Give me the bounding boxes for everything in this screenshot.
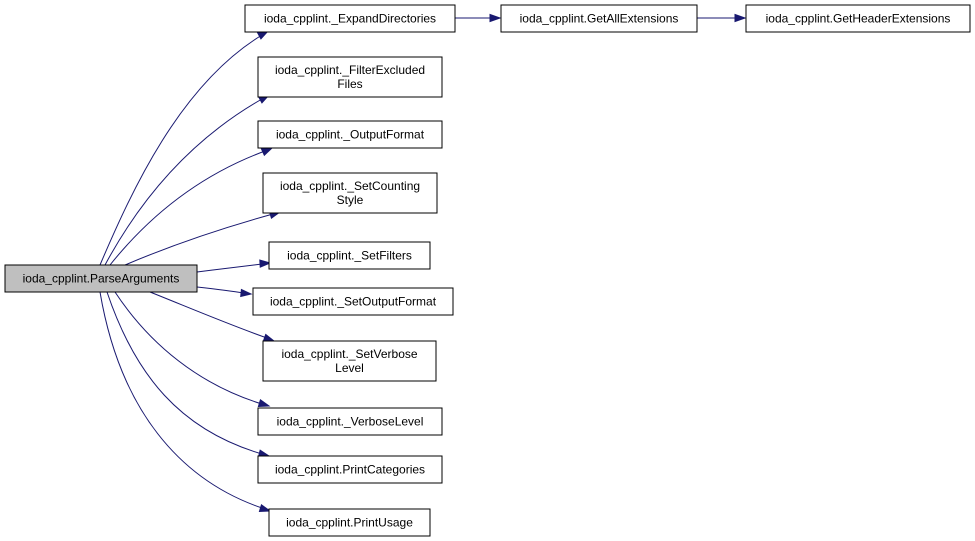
node-label: ioda_cpplint._OutputFormat — [276, 128, 425, 142]
edge-getall-to-gethdr — [697, 13, 747, 23]
edge-parse-to-puse — [99, 291, 272, 513]
edge-parse-to-setcnt — [124, 210, 282, 266]
node-box[interactable] — [257, 455, 443, 484]
edge-line — [104, 98, 263, 266]
arrow-head-icon — [257, 398, 271, 408]
node-box[interactable] — [262, 340, 437, 382]
node-box[interactable] — [268, 508, 431, 537]
edge-line — [149, 291, 268, 339]
node-puse[interactable]: ioda_cpplint.PrintUsage — [268, 508, 431, 537]
node-label: ioda_cpplint._VerboseLevel — [277, 415, 424, 429]
node-label: ioda_cpplint.GetAllExtensions — [520, 12, 679, 26]
node-setflt[interactable]: ioda_cpplint._SetFilters — [268, 241, 431, 270]
node-box[interactable] — [500, 4, 698, 33]
edge-parse-to-outfmt — [109, 147, 274, 266]
edge-parse-to-filterx — [104, 94, 271, 266]
node-label: ioda_cpplint._SetVerbose — [281, 347, 417, 361]
node-label: ioda_cpplint._ExpandDirectories — [264, 12, 436, 26]
arrow-head-icon — [489, 13, 502, 23]
node-box[interactable] — [262, 172, 438, 214]
edge-line — [124, 213, 274, 266]
node-setout[interactable]: ioda_cpplint._SetOutputFormat — [252, 287, 454, 316]
edge-parse-to-setflt — [196, 259, 272, 273]
node-verb[interactable]: ioda_cpplint._VerboseLevel — [257, 407, 443, 436]
arrow-head-icon — [262, 333, 276, 342]
node-box[interactable] — [257, 120, 443, 149]
edge-line — [99, 34, 263, 266]
node-box[interactable] — [257, 56, 443, 98]
node-box[interactable] — [252, 287, 454, 316]
nodes-layer: ioda_cpplint.ParseArguments ioda_cpplint.… — [4, 4, 971, 537]
node-label: ioda_cpplint._FilterExcluded — [275, 63, 425, 77]
node-getall[interactable]: ioda_cpplint.GetAllExtensions — [500, 4, 698, 33]
node-box[interactable] — [257, 407, 443, 436]
node-box[interactable] — [244, 4, 456, 33]
node-outfmt[interactable]: ioda_cpplint._OutputFormat — [257, 120, 443, 149]
node-box[interactable] — [745, 4, 971, 33]
edge-parse-to-pcat — [106, 291, 271, 458]
node-label: ioda_cpplint._SetCounting — [280, 179, 420, 193]
arrow-head-icon — [240, 288, 253, 298]
arrow-head-icon — [734, 13, 747, 23]
node-label: Style — [337, 193, 364, 207]
node-label: ioda_cpplint._SetFilters — [287, 249, 412, 263]
node-expand[interactable]: ioda_cpplint._ExpandDirectories — [244, 4, 456, 33]
node-label: ioda_cpplint.PrintUsage — [286, 516, 413, 530]
node-pcat[interactable]: ioda_cpplint.PrintCategories — [257, 455, 443, 484]
edge-line — [196, 263, 263, 273]
edge-line — [99, 291, 263, 509]
node-box[interactable] — [268, 241, 431, 270]
node-parse[interactable]: ioda_cpplint.ParseArguments — [4, 264, 198, 293]
edge-parse-to-setout — [196, 286, 253, 298]
edge-line — [106, 291, 263, 455]
node-gethdr[interactable]: ioda_cpplint.GetHeaderExtensions — [745, 4, 971, 33]
node-label: ioda_cpplint.PrintCategories — [275, 463, 425, 477]
node-label: Level — [335, 361, 364, 375]
arrow-head-icon — [260, 147, 274, 157]
node-label: ioda_cpplint._SetOutputFormat — [270, 295, 437, 309]
edge-line — [114, 291, 263, 405]
arrow-head-icon — [258, 503, 272, 513]
node-box[interactable] — [4, 264, 198, 293]
edge-parse-to-verb — [114, 291, 271, 408]
edge-line — [196, 286, 244, 294]
node-label: Files — [337, 77, 362, 91]
node-label: ioda_cpplint.ParseArguments — [23, 272, 180, 286]
node-label: ioda_cpplint.GetHeaderExtensions — [766, 12, 951, 26]
arrow-head-icon — [259, 259, 272, 268]
edge-expand-to-getall — [455, 13, 502, 23]
edge-line — [109, 150, 266, 266]
